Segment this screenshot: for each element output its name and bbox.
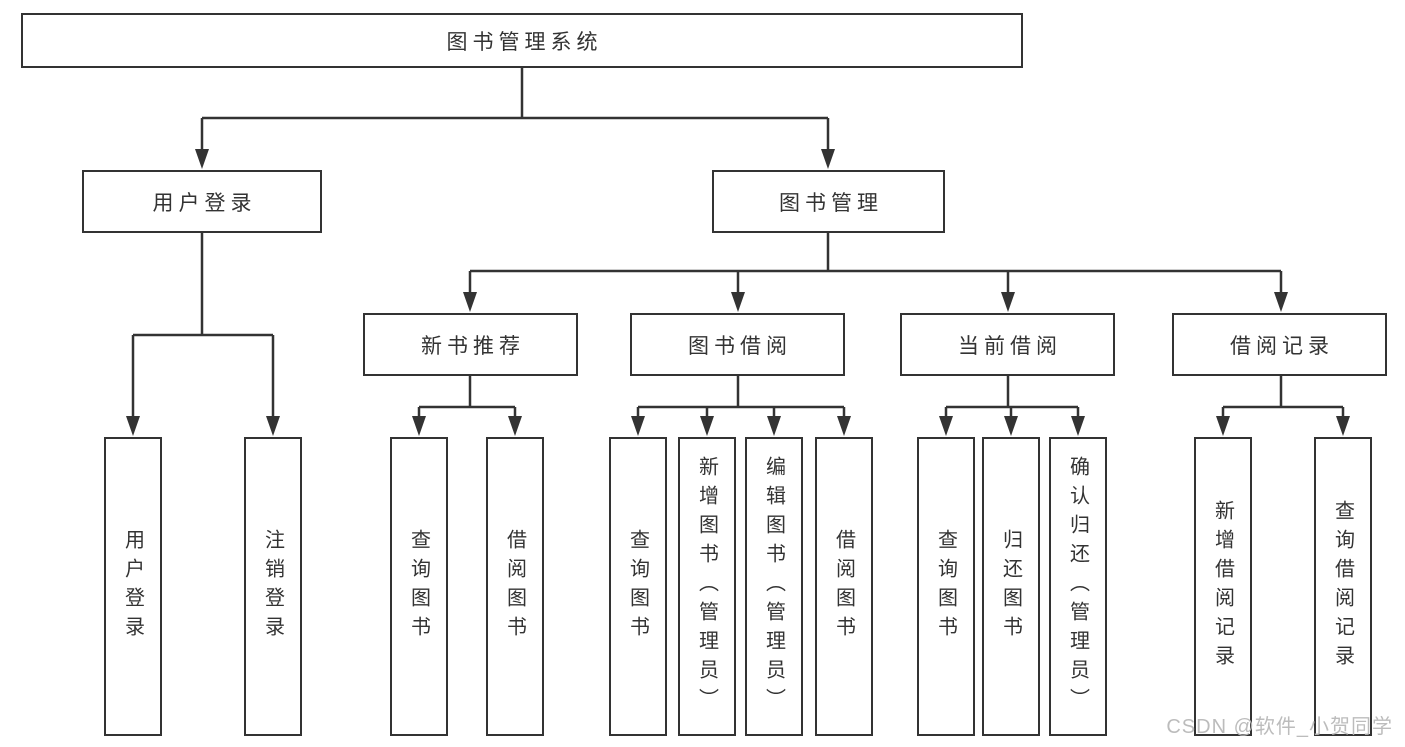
arrowhead: [1001, 292, 1015, 312]
leaf-borrow-books-recommend: 借阅图书: [486, 437, 544, 736]
node-new-book-recommend: 新书推荐: [363, 313, 578, 376]
leaf-logout: 注销登录: [244, 437, 302, 736]
leaf-query-borrow-record: 查询借阅记录: [1314, 437, 1372, 736]
arrowhead: [731, 292, 745, 312]
node-borrow-records: 借阅记录: [1172, 313, 1387, 376]
leaf-user-login: 用户登录: [104, 437, 162, 736]
leaf-confirm-return-admin: 确认归还（管理员）: [1049, 437, 1107, 736]
arrowhead: [1336, 416, 1350, 436]
leaf-query-books-current: 查询图书: [917, 437, 975, 736]
arrowhead: [126, 416, 140, 436]
connector-borrow-records-branch: [1221, 376, 1345, 418]
connector-book-management-branch: [468, 233, 1283, 294]
leaf-borrow-books: 借阅图书: [815, 437, 873, 736]
leaf-add-books-admin: 新增图书（管理员）: [678, 437, 736, 736]
leaf-return-books: 归还图书: [982, 437, 1040, 736]
connector-root-to-level2: [200, 68, 830, 151]
arrowhead: [1004, 416, 1018, 436]
arrowhead: [837, 416, 851, 436]
arrowhead: [266, 416, 280, 436]
connector-user-login-branch: [131, 233, 275, 418]
arrowhead: [195, 149, 209, 169]
arrowhead: [700, 416, 714, 436]
arrowhead: [412, 416, 426, 436]
arrowhead: [1071, 416, 1085, 436]
arrowhead: [463, 292, 477, 312]
csdn-watermark: CSDN @软件_小贺同学: [1166, 716, 1393, 738]
arrowhead: [631, 416, 645, 436]
node-book-management: 图书管理: [712, 170, 945, 233]
leaf-query-books-recommend: 查询图书: [390, 437, 448, 736]
node-current-borrow: 当前借阅: [900, 313, 1115, 376]
arrowhead: [1216, 416, 1230, 436]
leaf-edit-books-admin: 编辑图书（管理员）: [745, 437, 803, 736]
arrowhead: [508, 416, 522, 436]
node-book-borrow: 图书借阅: [630, 313, 845, 376]
arrowhead: [939, 416, 953, 436]
arrowhead: [821, 149, 835, 169]
arrowhead: [767, 416, 781, 436]
node-user-login: 用户登录: [82, 170, 322, 233]
connector-new-book-branch: [417, 376, 517, 418]
arrowhead: [1274, 292, 1288, 312]
leaf-add-borrow-record: 新增借阅记录: [1194, 437, 1252, 736]
connector-book-borrow-branch: [636, 376, 846, 418]
node-library-management-system: 图书管理系统: [21, 13, 1023, 68]
leaf-query-books-borrow: 查询图书: [609, 437, 667, 736]
connector-current-borrow-branch: [944, 376, 1080, 418]
